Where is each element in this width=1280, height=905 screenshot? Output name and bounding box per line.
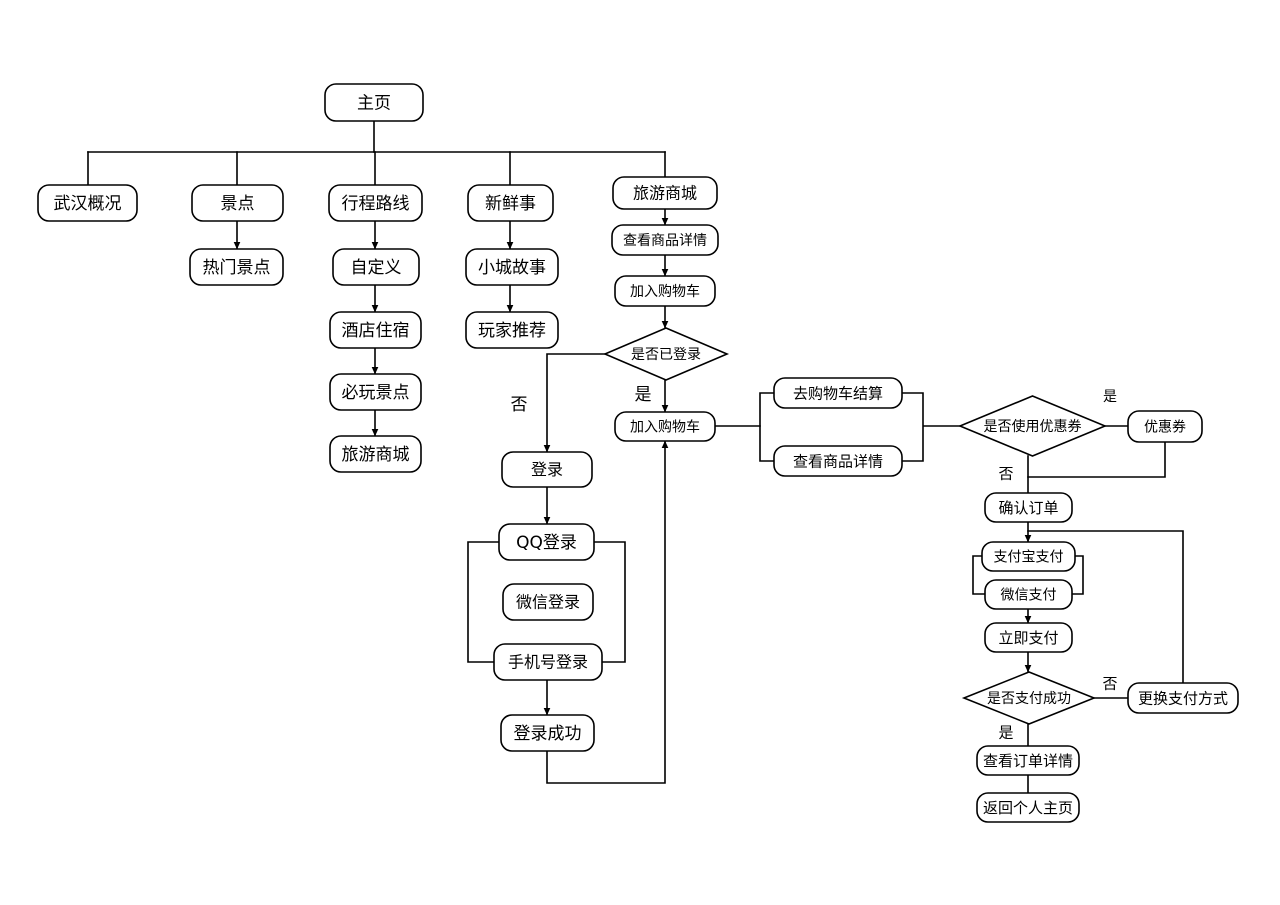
node-route[interactable]: 行程路线 — [328, 184, 423, 222]
node-pay-success-q[interactable]: 是否支付成功 — [961, 671, 1097, 725]
node-custom[interactable]: 自定义 — [332, 248, 420, 286]
node-wechat-pay[interactable]: 微信支付 — [984, 579, 1073, 610]
node-news[interactable]: 新鲜事 — [467, 184, 554, 222]
process-shape — [328, 184, 423, 222]
node-back-home[interactable]: 返回个人主页 — [976, 792, 1080, 823]
node-spots[interactable]: 景点 — [191, 184, 284, 222]
node-hotel[interactable]: 酒店住宿 — [329, 311, 422, 349]
process-shape — [191, 184, 284, 222]
node-coupon-q[interactable]: 是否使用优惠券 — [957, 395, 1108, 457]
process-shape — [501, 451, 593, 488]
node-view-detail-2[interactable]: 查看商品详情 — [773, 445, 903, 477]
edge-left-bracket-split — [759, 392, 775, 462]
process-shape — [37, 184, 138, 222]
edge-label-yes-login: 是 — [635, 385, 652, 405]
process-shape — [976, 745, 1080, 776]
process-shape — [612, 176, 718, 210]
process-shape — [981, 541, 1076, 572]
process-shape — [984, 579, 1073, 610]
process-shape — [467, 184, 554, 222]
node-coupon[interactable]: 优惠券 — [1127, 410, 1203, 443]
edge-coupon-return — [1027, 441, 1166, 478]
edge-qq-right-bracket — [593, 541, 626, 663]
process-shape — [324, 83, 424, 122]
edge-question-no — [543, 353, 606, 453]
node-must-see[interactable]: 必玩景点 — [329, 373, 422, 411]
node-layer: 主页武汉概况景点热门景点行程路线自定义酒店住宿必玩景点旅游商城新鲜事小城故事玩家… — [37, 83, 1239, 823]
node-hot-spots[interactable]: 热门景点 — [189, 248, 284, 286]
edge-pay-right-bracket — [1071, 555, 1084, 595]
process-shape — [773, 377, 903, 409]
node-pay-now[interactable]: 立即支付 — [984, 622, 1073, 653]
process-shape — [465, 311, 559, 349]
node-qq-login[interactable]: QQ登录 — [498, 523, 595, 561]
node-order-detail[interactable]: 查看订单详情 — [976, 745, 1080, 776]
process-shape — [1127, 410, 1203, 443]
process-shape — [465, 248, 559, 286]
process-shape — [329, 435, 422, 473]
edge-label-yes-coupon: 是 — [1103, 389, 1117, 405]
node-city-story[interactable]: 小城故事 — [465, 248, 559, 286]
node-add-cart-2[interactable]: 加入购物车 — [614, 411, 716, 442]
process-shape — [329, 373, 422, 411]
process-shape — [773, 445, 903, 477]
node-wechat-login[interactable]: 微信登录 — [502, 583, 594, 621]
node-confirm-order[interactable]: 确认订单 — [984, 492, 1073, 523]
edge-layer — [87, 120, 1184, 794]
edge-label-no-coupon: 否 — [998, 465, 1013, 483]
process-shape — [614, 411, 716, 442]
edge-success-loopback — [546, 440, 669, 784]
node-player-rec[interactable]: 玩家推荐 — [465, 311, 559, 349]
node-add-cart-1[interactable]: 加入购物车 — [614, 275, 716, 307]
process-shape — [332, 248, 420, 286]
process-shape — [498, 523, 595, 561]
process-shape — [493, 643, 603, 681]
edge-label-yes-pay: 是 — [998, 724, 1013, 742]
node-login-ok[interactable]: 登录成功 — [500, 714, 595, 752]
process-shape — [984, 622, 1073, 653]
process-shape — [329, 311, 422, 349]
node-mall[interactable]: 旅游商城 — [612, 176, 718, 210]
decision-shape — [961, 671, 1097, 725]
process-shape — [502, 583, 594, 621]
node-change-pay[interactable]: 更换支付方式 — [1127, 682, 1239, 714]
node-wuhan[interactable]: 武汉概况 — [37, 184, 138, 222]
node-home[interactable]: 主页 — [324, 83, 424, 122]
process-shape — [611, 224, 719, 256]
edge-label-no-pay: 否 — [1102, 675, 1117, 693]
node-logged-in-q[interactable]: 是否已登录 — [602, 327, 730, 381]
decision-shape — [602, 327, 730, 381]
decision-shape — [957, 395, 1108, 457]
process-shape — [500, 714, 595, 752]
node-cart-checkout[interactable]: 去购物车结算 — [773, 377, 903, 409]
node-phone-login[interactable]: 手机号登录 — [493, 643, 603, 681]
node-alipay[interactable]: 支付宝支付 — [981, 541, 1076, 572]
edge-right-bracket-join — [901, 392, 961, 462]
edge-label-no-login: 否 — [511, 395, 528, 415]
edge-pay-left-bracket — [972, 555, 986, 595]
edge-qq-left-bracket — [467, 541, 500, 663]
edge-change-pay-return — [1027, 530, 1184, 684]
process-shape — [984, 492, 1073, 523]
process-shape — [976, 792, 1080, 823]
node-login[interactable]: 登录 — [501, 451, 593, 488]
process-shape — [189, 248, 284, 286]
node-view-detail-1[interactable]: 查看商品详情 — [611, 224, 719, 256]
node-mall-route[interactable]: 旅游商城 — [329, 435, 422, 473]
process-shape — [614, 275, 716, 307]
process-shape — [1127, 682, 1239, 714]
